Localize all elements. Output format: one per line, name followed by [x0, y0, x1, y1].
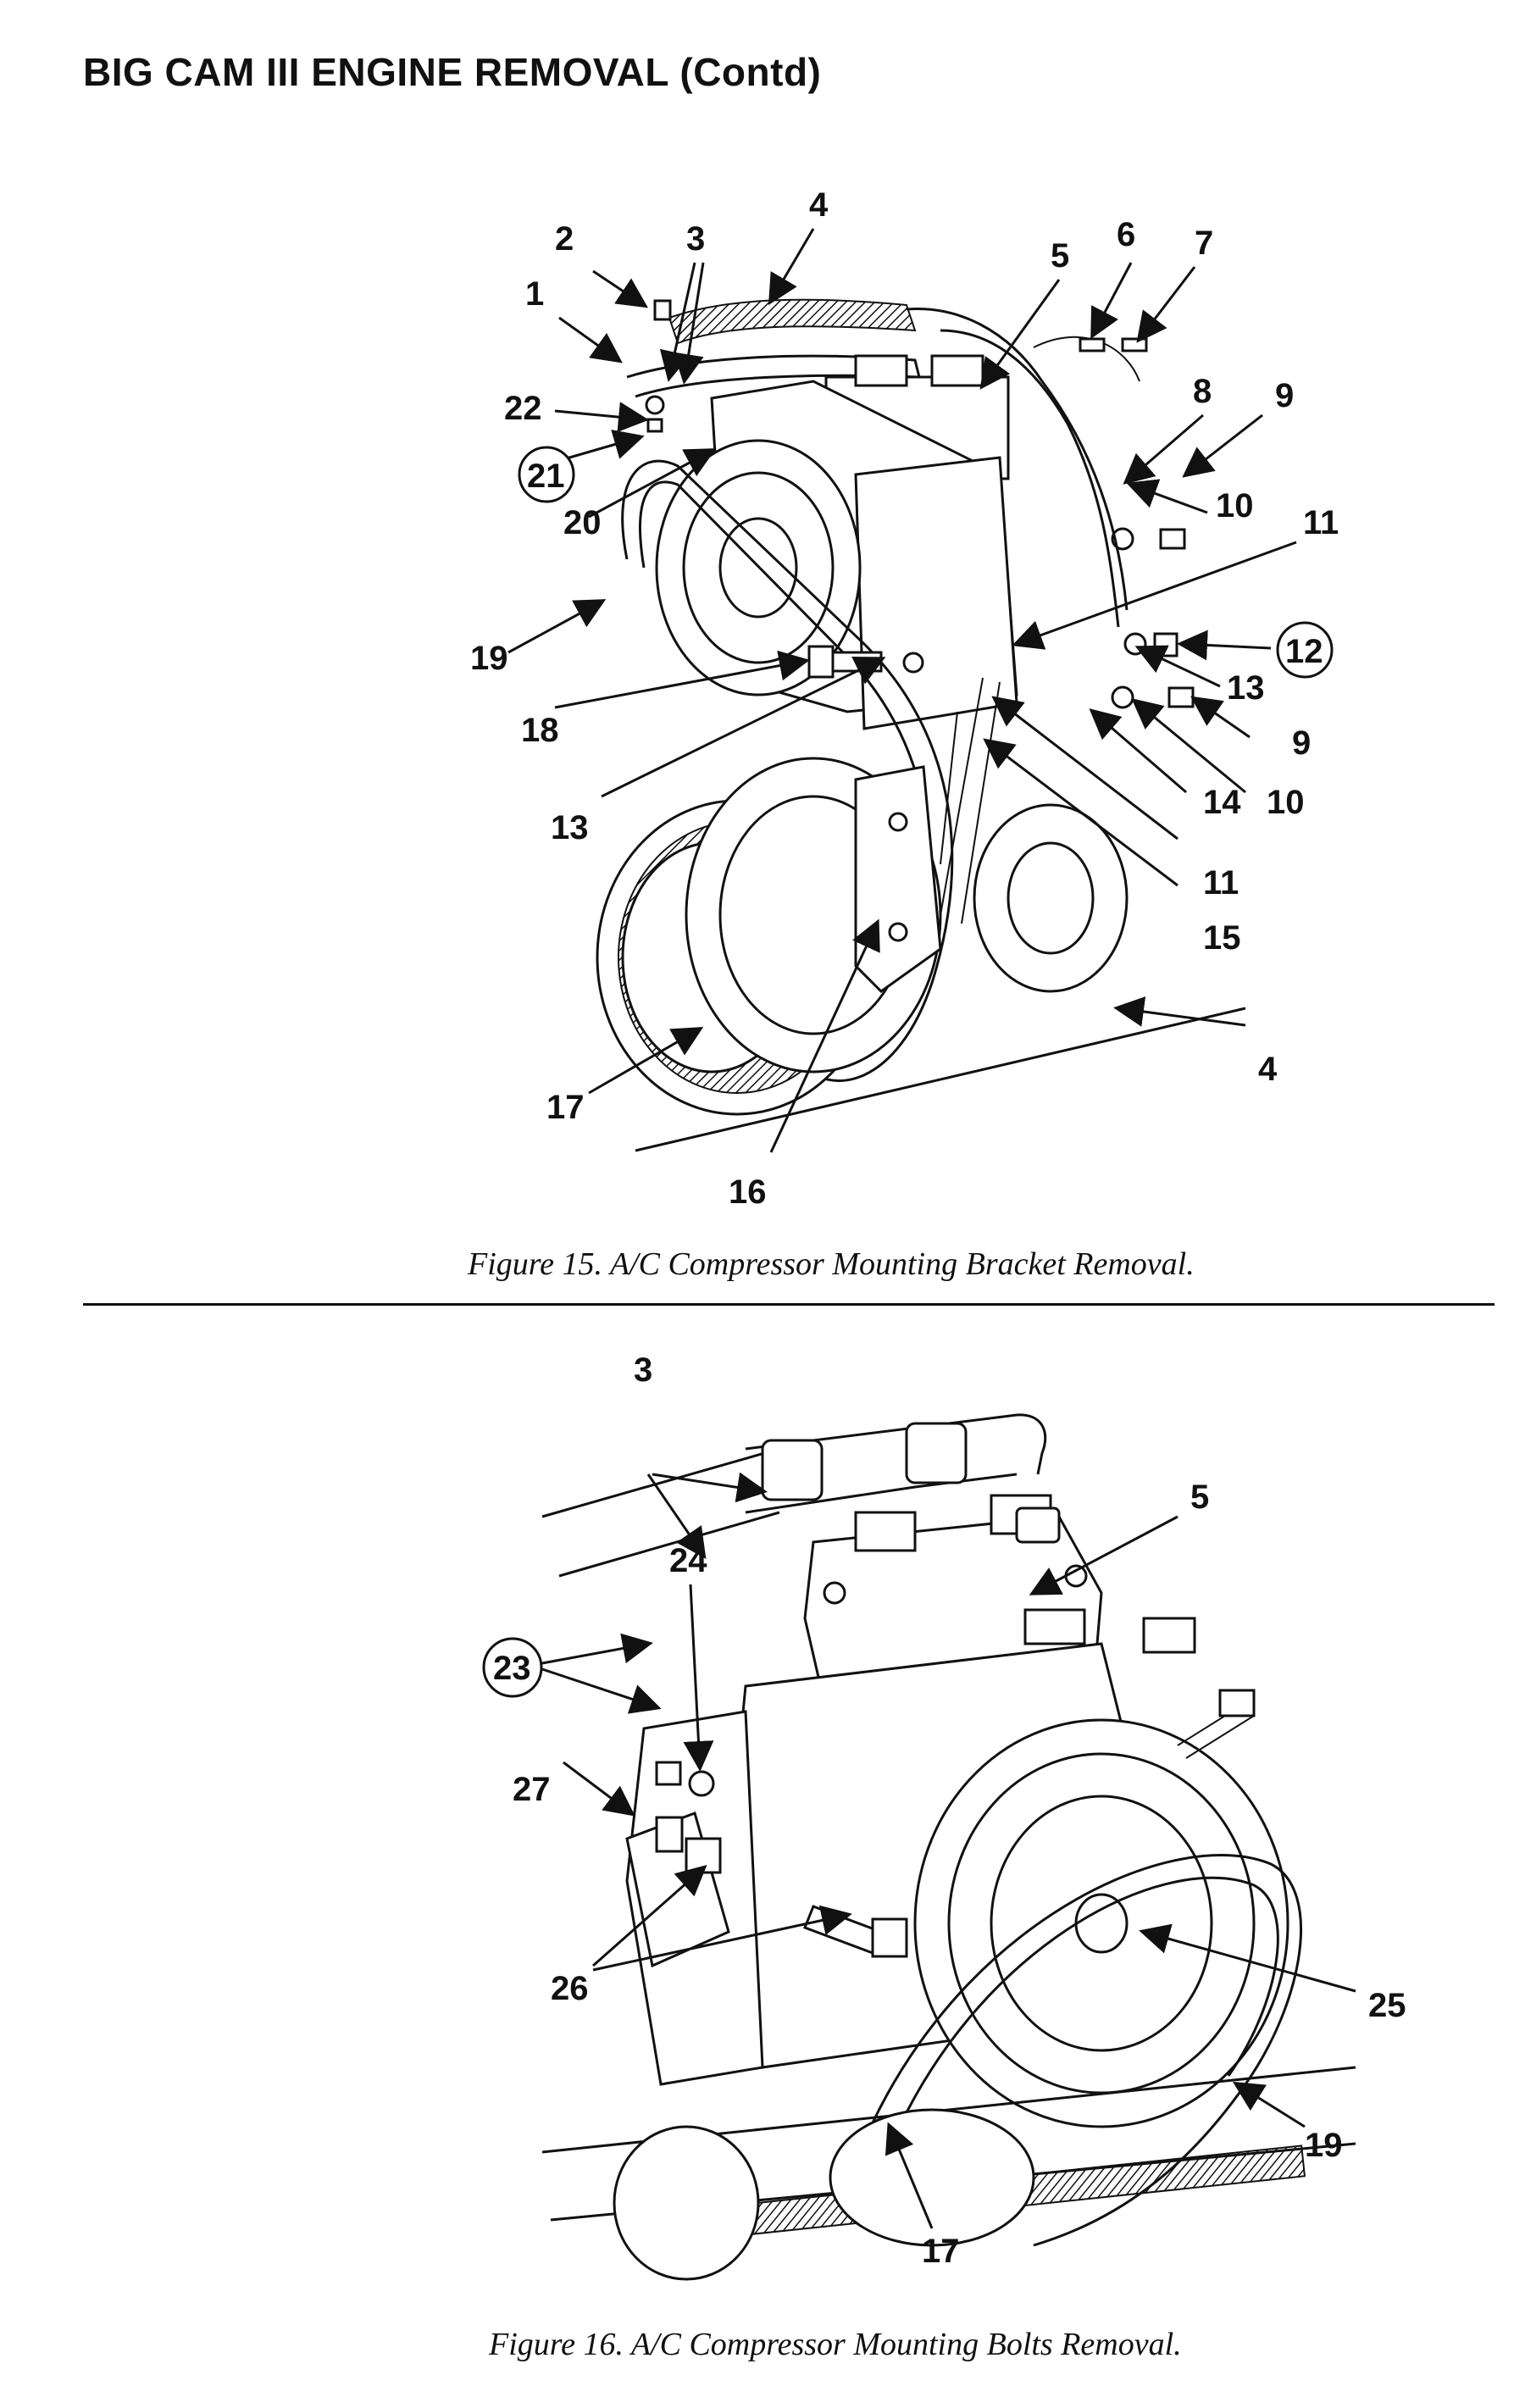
washer-24 — [688, 1770, 715, 1797]
callout-19: 19 — [1305, 2127, 1343, 2164]
callout-3: 3 — [634, 1351, 652, 1389]
adjusting-rod — [940, 677, 984, 916]
bolt-9b — [1159, 528, 1186, 550]
hose-line-a — [745, 1413, 1047, 1475]
nut-23 — [655, 1761, 682, 1786]
nut-21 — [646, 418, 663, 433]
section-divider — [83, 1303, 1495, 1306]
callout-26: 26 — [551, 1970, 589, 2007]
callout-4: 4 — [809, 186, 829, 224]
figure-16-illustration: 3 5 24 23 27 26 25 19 17 — [482, 1351, 1406, 2281]
bolt-9 — [1167, 686, 1195, 708]
callout-21-circle — [518, 446, 575, 503]
callout-2: 2 — [555, 220, 574, 258]
callout-12-circle — [1276, 621, 1334, 679]
callout-22: 22 — [504, 390, 542, 427]
callout-13-left: 13 — [551, 809, 589, 846]
washer-13 — [902, 652, 924, 674]
figure-15: 1 2 3 4 5 6 7 8 9 10 11 12 13 9 14 10 11… — [0, 169, 1514, 1237]
callout-11-bottom: 11 — [1203, 864, 1239, 902]
hose-fitting — [761, 1439, 824, 1501]
callout-5: 5 — [1190, 1479, 1209, 1516]
hose-loop — [906, 307, 1129, 611]
name-plate — [1023, 1608, 1086, 1645]
callout-20: 20 — [563, 504, 602, 541]
washer-10b — [1111, 527, 1134, 551]
compressor-bracket — [854, 456, 1018, 730]
callout-12: 12 — [1285, 633, 1323, 670]
callout-18: 18 — [521, 712, 559, 749]
callout-19: 19 — [470, 640, 508, 677]
callout-6: 6 — [1117, 216, 1135, 253]
bolt-26-head — [871, 1917, 908, 1958]
callout-9-bottom: 9 — [1292, 724, 1311, 762]
figure-16-caption: Figure 16. A/C Compressor Mounting Bolts… — [489, 2327, 1182, 2362]
figure-16: 3 5 24 23 27 26 25 19 17 — [0, 1339, 1514, 2313]
callout-4-bottom: 4 — [1258, 1051, 1278, 1088]
callout-27: 27 — [513, 1771, 551, 1808]
bolt-26-upper — [685, 1837, 722, 1874]
discharge-hose — [668, 298, 917, 345]
page-heading: BIG CAM III ENGINE REMOVAL (Contd) — [83, 50, 822, 94]
suction-line — [626, 354, 921, 398]
callout-10-bottom: 10 — [1267, 784, 1305, 821]
stud-23 — [655, 1816, 684, 1853]
hose-line-b — [745, 1473, 1018, 1514]
callout-25: 25 — [1368, 1987, 1406, 2024]
callout-9-top: 9 — [1275, 377, 1294, 414]
screw-2 — [653, 299, 672, 321]
figure-15-illustration: 1 2 3 4 5 6 7 8 9 10 11 12 13 9 14 10 11… — [470, 186, 1339, 1211]
clutch-pulley — [913, 1718, 1289, 2128]
callout-21: 21 — [527, 458, 565, 495]
callout-17: 17 — [546, 1089, 585, 1126]
ground-line — [635, 1007, 1246, 1152]
callout-16: 16 — [729, 1173, 767, 1211]
nut-12 — [1153, 632, 1178, 657]
callout-7: 7 — [1195, 225, 1213, 262]
callout-17: 17 — [922, 2233, 960, 2270]
figure-15-caption: Figure 15. A/C Compressor Mounting Brack… — [468, 1246, 1195, 1282]
callout-13-right: 13 — [1227, 669, 1265, 707]
lower-pulley — [613, 2125, 760, 2281]
callout-3: 3 — [686, 220, 705, 258]
callout-11-top: 11 — [1303, 504, 1339, 541]
callout-1: 1 — [525, 275, 544, 313]
callout-14: 14 — [1203, 784, 1241, 821]
callout-10-top: 10 — [1216, 487, 1254, 524]
callout-5: 5 — [1051, 237, 1069, 275]
callout-23: 23 — [493, 1650, 531, 1687]
washer-13b — [1123, 632, 1147, 656]
idler-pulley — [973, 803, 1129, 993]
washer-22 — [645, 395, 665, 415]
callout-15: 15 — [1203, 919, 1241, 957]
washer-10 — [1111, 685, 1134, 709]
callout-8: 8 — [1193, 373, 1212, 410]
callout-23-circle — [482, 1637, 543, 1698]
support-bracket — [854, 765, 942, 993]
callout-24: 24 — [669, 1542, 707, 1579]
